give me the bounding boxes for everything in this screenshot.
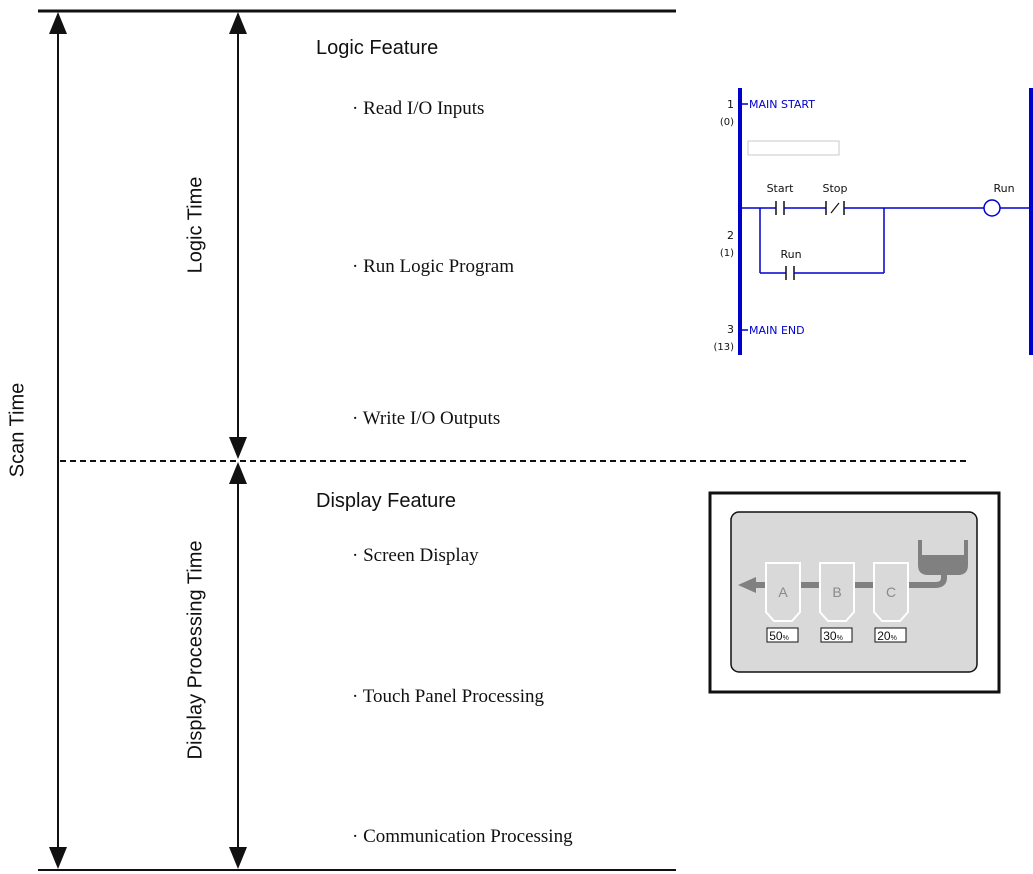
tank-a	[765, 562, 801, 622]
tank-c	[873, 562, 909, 622]
logic-feature-heading: Logic Feature	[316, 37, 439, 59]
run-coil-label: Run	[993, 182, 1014, 195]
rung-3-address: (13)	[713, 342, 734, 353]
tank-b-unit: %	[837, 635, 843, 642]
start-contact-label: Start	[767, 182, 795, 195]
comment-box	[747, 140, 840, 156]
tank-c-unit: %	[891, 635, 897, 642]
tank-a-letter: A	[778, 584, 788, 600]
tank-c-value: 20	[877, 629, 891, 643]
display-processing-time-arrow	[229, 462, 247, 869]
main-end-label: MAIN END	[749, 324, 805, 337]
rung-2-number: 2	[727, 229, 734, 242]
display-item-touch-panel: · Touch Panel Processing	[352, 686, 544, 707]
tank-c-value-box	[874, 627, 907, 643]
tank-a-value-box	[766, 627, 799, 643]
logic-item-read-inputs: · Read I/O Inputs	[352, 98, 485, 119]
rung-3-number: 3	[727, 323, 734, 336]
logic-item-run-program: · Run Logic Program	[352, 256, 515, 277]
display-feature-heading: Display Feature	[316, 490, 457, 512]
svg-text:30%: 30%	[823, 629, 843, 643]
tank-b-letter: B	[832, 584, 841, 600]
pipe-arrow-head	[738, 577, 756, 593]
svg-text:50%: 50%	[769, 629, 789, 643]
display-item-communication: · Communication Processing	[352, 826, 573, 847]
tank-a-unit: %	[783, 635, 789, 642]
scan-time-arrow	[49, 12, 67, 869]
display-item-screen-display: · Screen Display	[352, 545, 479, 566]
main-start-label: MAIN START	[749, 98, 815, 111]
tank-b	[819, 562, 855, 622]
main-pipe	[755, 573, 947, 588]
stop-contact-label: Stop	[822, 182, 847, 195]
rung-1-number: 1	[727, 98, 734, 111]
run-parallel-contact-label: Run	[780, 248, 801, 261]
tank-b-value: 30	[823, 629, 837, 643]
logic-time-arrow	[229, 12, 247, 459]
rung-2-address: (1)	[720, 248, 734, 259]
tank-b-value-box	[820, 627, 853, 643]
tank-c-letter: C	[886, 584, 896, 600]
logic-item-write-outputs: · Write I/O Outputs	[352, 408, 501, 429]
tank-a-value: 50	[769, 629, 783, 643]
rung-1-address: (0)	[720, 117, 734, 128]
svg-text:20%: 20%	[877, 629, 897, 643]
